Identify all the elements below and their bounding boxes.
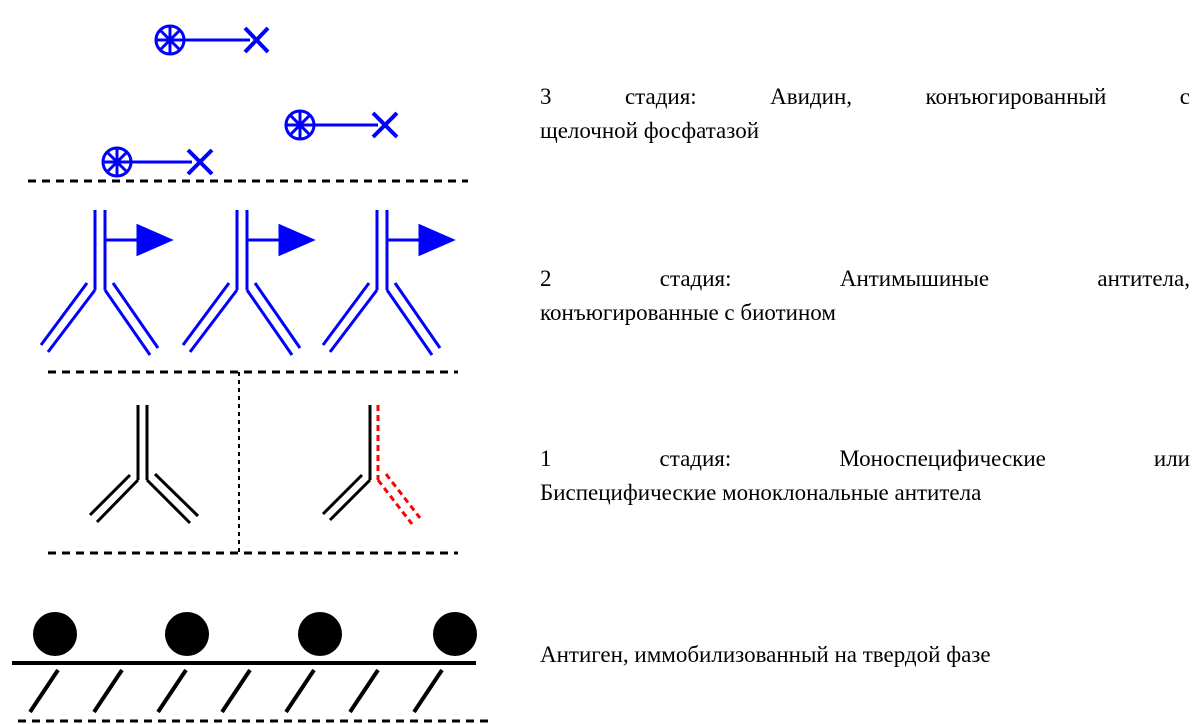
- caption-word: стадия:: [659, 266, 732, 291]
- x-icon: [371, 111, 399, 139]
- caption-word: 2: [540, 266, 552, 291]
- caption-word: с: [1179, 84, 1190, 109]
- caption-stage2: 2 стадия: Антимышиные антитела, конъюгир…: [540, 262, 1190, 330]
- avidin-conjugate-left: [101, 146, 214, 178]
- caption-line: 1 стадия: Моноспецифические или: [540, 442, 1190, 476]
- monospecific-antibody: [88, 405, 200, 525]
- caption-line: конъюгированные с биотином: [540, 300, 836, 325]
- caption-word: стадия:: [659, 446, 732, 471]
- biotinylated-antibody-1: [39, 210, 174, 356]
- caption-stage3: 3 стадия: Авидин, конъюгированный с щело…: [540, 80, 1190, 148]
- caption-word: конъюгированный: [925, 84, 1107, 109]
- antigen-balls: [33, 612, 477, 656]
- biotinylated-antibody-3: [321, 210, 456, 356]
- caption-word: 3: [540, 84, 552, 109]
- caption-line: щелочной фосфатазой: [540, 118, 760, 143]
- ball-icon: [433, 612, 477, 656]
- ball-icon: [165, 612, 209, 656]
- flag-arrow-icon: [136, 223, 174, 257]
- caption-word: Авидин,: [770, 84, 853, 109]
- flag-arrow-icon: [418, 223, 456, 257]
- caption-antigen: Антиген, иммобилизованный на твердой фаз…: [540, 642, 991, 667]
- caption-line: 3 стадия: Авидин, конъюгированный с: [540, 80, 1190, 114]
- caption-word: Антимышиные: [839, 266, 990, 291]
- wheel-icon: [154, 24, 186, 56]
- caption-word: Моноспецифические: [839, 446, 1046, 471]
- avidin-conjugate-right: [284, 109, 399, 141]
- caption-word: или: [1153, 446, 1190, 471]
- wheel-icon: [101, 146, 133, 178]
- caption-word: антитела,: [1097, 266, 1190, 291]
- caption-line: 2 стадия: Антимышиные антитела,: [540, 262, 1190, 296]
- wheel-icon: [284, 109, 316, 141]
- ball-icon: [33, 612, 77, 656]
- ball-icon: [298, 612, 342, 656]
- caption-line: Биспецифические моноклональные антитела: [540, 480, 982, 505]
- bispecific-antibody: [321, 405, 422, 525]
- biotinylated-antibody-2: [181, 210, 316, 356]
- x-icon: [186, 148, 214, 176]
- caption-word: 1: [540, 446, 552, 471]
- caption-stage1: 1 стадия: Моноспецифические или Биспециф…: [540, 442, 1190, 510]
- solid-phase: [12, 661, 488, 723]
- caption-word: стадия:: [624, 84, 697, 109]
- flag-arrow-icon: [278, 223, 316, 257]
- avidin-conjugate-top: [154, 24, 270, 56]
- x-icon: [243, 26, 270, 54]
